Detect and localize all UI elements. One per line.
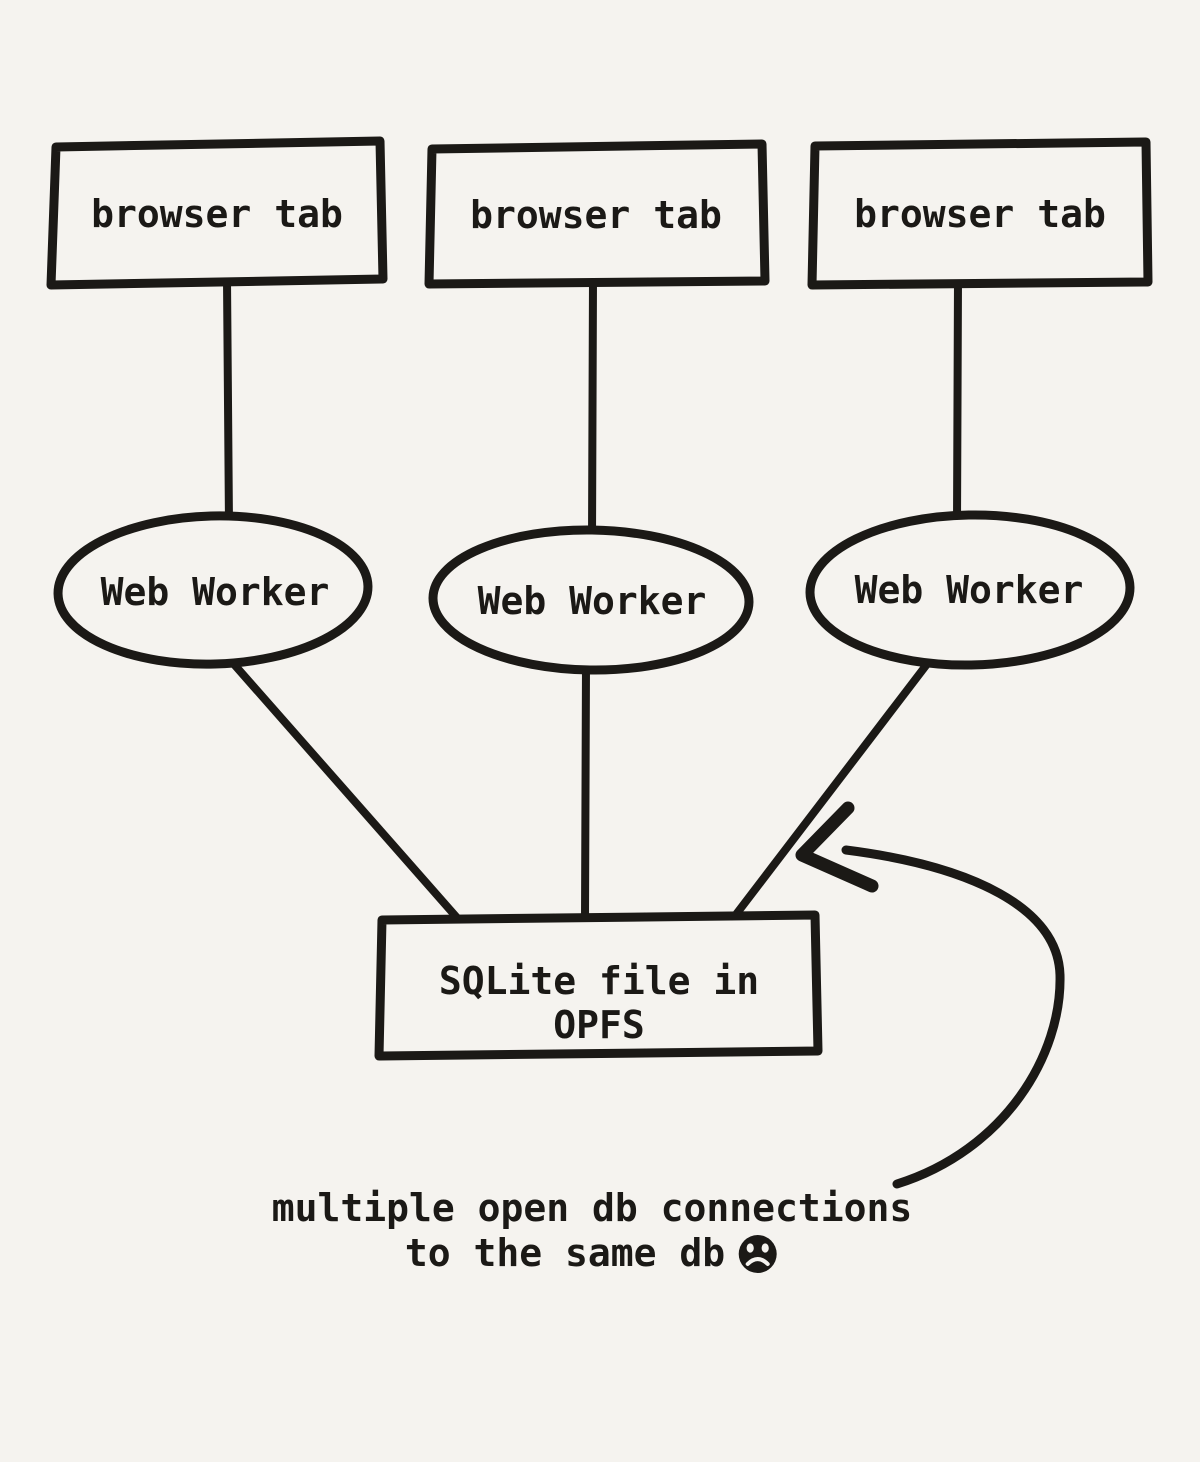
annotation-arrowhead (795, 801, 879, 893)
annotation-line2-row: to the same db (272, 1231, 913, 1276)
browser-tab-3-label: browser tab (854, 192, 1106, 236)
worker-1-ellipse (53, 511, 373, 669)
connector-worker2-db (581, 661, 590, 922)
db-label-line2: OPFS (553, 1003, 645, 1047)
browser-tab-2-box (424, 139, 770, 289)
annotation-line2: to the same db (404, 1231, 726, 1275)
annotation-line1: multiple open db connections (271, 1186, 913, 1230)
worker-1-label: Web Worker (100, 570, 330, 614)
connector-worker3-db (727, 651, 938, 925)
browser-tab-2-label: browser tab (470, 193, 722, 237)
worker-3-label: Web Worker (854, 568, 1084, 612)
browser-tab-1-label: browser tab (91, 192, 343, 236)
browser-tab-1-box (46, 136, 388, 290)
annotation-arrow-shaft (841, 845, 1065, 1189)
connector-tab1-worker1 (223, 276, 233, 529)
connector-worker1-db (228, 658, 463, 924)
db-label: SQLite file in OPFS (439, 959, 759, 1047)
worker-2-label: Web Worker (477, 579, 707, 623)
frowning-face-icon (739, 1235, 778, 1273)
connector-tab3-worker3 (953, 276, 962, 528)
db-label-line1: SQLite file in (438, 959, 760, 1003)
worker-3-ellipse (805, 510, 1135, 670)
annotation-caption: multiple open db connections to the same… (272, 1186, 913, 1276)
connector-tab2-worker2 (588, 275, 597, 544)
worker-2-ellipse (428, 525, 754, 675)
db-box (374, 910, 823, 1061)
browser-tab-3-box (807, 137, 1153, 290)
